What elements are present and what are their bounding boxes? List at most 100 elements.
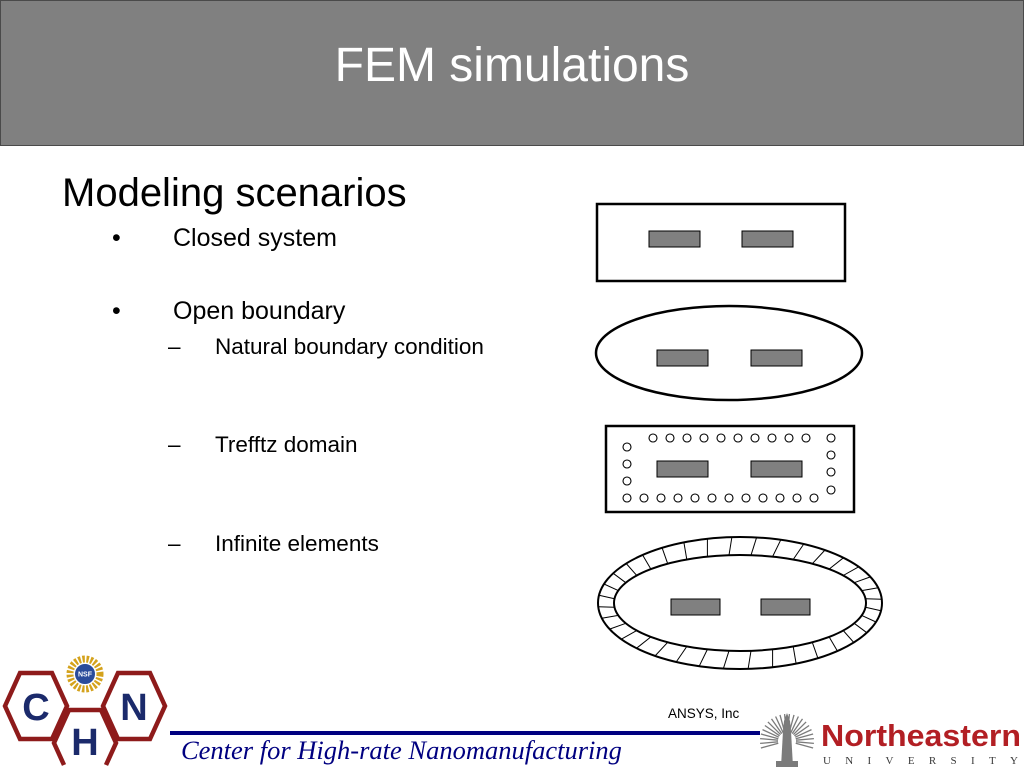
- bullet-text: Open boundary: [173, 297, 346, 325]
- electrode-right: [750, 349, 803, 367]
- infinite-element-edge: [601, 614, 619, 619]
- infinite-elements-inner-boundary: [613, 554, 867, 652]
- subitem-text: Infinite elements: [215, 531, 379, 556]
- bullet-marker: •: [112, 297, 121, 325]
- natural-boundary-diagram: [594, 304, 864, 402]
- infinite-element-edge: [750, 537, 758, 556]
- trefftz-node: [622, 442, 632, 452]
- infinite-element-edge: [842, 630, 855, 643]
- infinite-element-edge: [621, 630, 638, 640]
- northeastern-wordmark: Northeastern: [821, 718, 1021, 753]
- seal-rays: [760, 714, 814, 749]
- infinite-element-edge: [598, 594, 615, 600]
- infinite-element-edge: [792, 543, 805, 560]
- infinite-element-edge: [861, 587, 879, 592]
- title-bar: FEM simulations: [0, 0, 1024, 146]
- trefftz-nodes: [622, 433, 836, 503]
- infinite-element-edge: [772, 539, 782, 557]
- northeastern-seal-icon: [760, 713, 814, 767]
- trefftz-node: [639, 493, 649, 503]
- infinite-element-edge: [661, 547, 669, 564]
- trefftz-node: [826, 467, 836, 477]
- northeastern-subtitle: UNIVERSITY: [823, 755, 1018, 767]
- section-heading: Modeling scenarios: [62, 171, 407, 215]
- trefftz-node: [648, 433, 658, 443]
- seal-base: [776, 761, 798, 767]
- closed-boundary: [595, 202, 847, 283]
- modeling-scenarios-diagrams: [594, 202, 883, 670]
- bullet-item-closed-system: • Closed system: [112, 223, 337, 253]
- infinite-element-edge: [625, 563, 638, 576]
- subitem-marker: –: [168, 334, 181, 359]
- footer-rule: [170, 731, 760, 735]
- chn-hexagon-n: [100, 670, 168, 742]
- infinite-element-edge: [722, 650, 730, 669]
- trefftz-node: [622, 493, 632, 503]
- chn-letter-n: N: [120, 687, 147, 729]
- trefftz-node: [656, 493, 666, 503]
- infinite-element-edge: [853, 622, 868, 634]
- chn-logo: C H N NSF: [2, 655, 168, 766]
- chn-letter-c: C: [22, 687, 49, 729]
- trefftz-domain-diagram: [604, 424, 856, 514]
- electrode-right: [760, 598, 811, 616]
- electrode-right: [741, 230, 794, 248]
- infinite-element-edge: [654, 641, 669, 657]
- trefftz-node: [622, 476, 632, 486]
- bullet-text: Closed system: [173, 224, 337, 252]
- seal-tower: [781, 713, 793, 767]
- infinite-element-edge: [828, 557, 844, 570]
- trefftz-node: [767, 433, 777, 443]
- trefftz-node: [733, 433, 743, 443]
- subitem-infinite-elements: – Infinite elements: [168, 530, 379, 557]
- electrode-left: [656, 349, 709, 367]
- slide-title: FEM simulations: [334, 39, 690, 92]
- infinite-element-edge: [811, 549, 826, 565]
- bullet-marker: •: [112, 224, 121, 252]
- open-boundary-ellipse: [594, 304, 864, 402]
- subitem-natural-boundary-condition: – Natural boundary condition: [168, 333, 484, 360]
- trefftz-node: [826, 485, 836, 495]
- trefftz-node: [801, 433, 811, 443]
- nsf-emblem-label: NSF: [78, 672, 93, 679]
- infinite-element-edge: [842, 566, 859, 576]
- image-credit: ANSYS, Inc: [668, 706, 740, 721]
- trefftz-node: [724, 493, 734, 503]
- chn-hexagon-c: [2, 670, 70, 742]
- infinite-elements-diagram: [597, 536, 883, 670]
- chn-letter-h: H: [71, 722, 98, 764]
- closed-system-diagram: [595, 202, 847, 283]
- subitem-marker: –: [168, 432, 181, 457]
- trefftz-node: [673, 493, 683, 503]
- infinite-element-edge: [636, 636, 652, 649]
- infinite-elements-outer-boundary: [597, 536, 883, 670]
- trefftz-node: [716, 433, 726, 443]
- nsf-emblem-icon: NSF: [66, 655, 104, 693]
- northeastern-logo: Northeastern UNIVERSITY: [760, 713, 1021, 767]
- trefftz-node: [750, 433, 760, 443]
- infinite-element-edges: [598, 537, 882, 669]
- trefftz-node: [707, 493, 717, 503]
- trefftz-node: [826, 450, 836, 460]
- trefftz-node: [699, 433, 709, 443]
- infinite-element-edge: [865, 606, 882, 612]
- trefftz-node: [758, 493, 768, 503]
- trefftz-boundary: [604, 424, 856, 514]
- nsf-emblem-globe: [74, 663, 96, 685]
- infinite-element-edge: [603, 583, 619, 592]
- center-name: Center for High-rate Nanomanufacturing: [181, 735, 622, 765]
- infinite-element-edge: [683, 542, 688, 560]
- trefftz-node: [665, 433, 675, 443]
- electrode-left: [656, 460, 709, 478]
- trefftz-node: [741, 493, 751, 503]
- subitem-trefftz-domain: –Trefftz domain: [168, 431, 358, 458]
- subitem-marker: –: [168, 531, 181, 556]
- subitem-text: Natural boundary condition: [215, 334, 484, 359]
- infinite-element-edge: [698, 649, 708, 667]
- infinite-element-edge: [642, 554, 652, 570]
- infinite-element-edge: [609, 622, 626, 630]
- trefftz-node: [682, 433, 692, 443]
- trefftz-node: [622, 459, 632, 469]
- infinite-element-edge: [861, 614, 877, 623]
- chn-hexagon-h: [51, 707, 119, 766]
